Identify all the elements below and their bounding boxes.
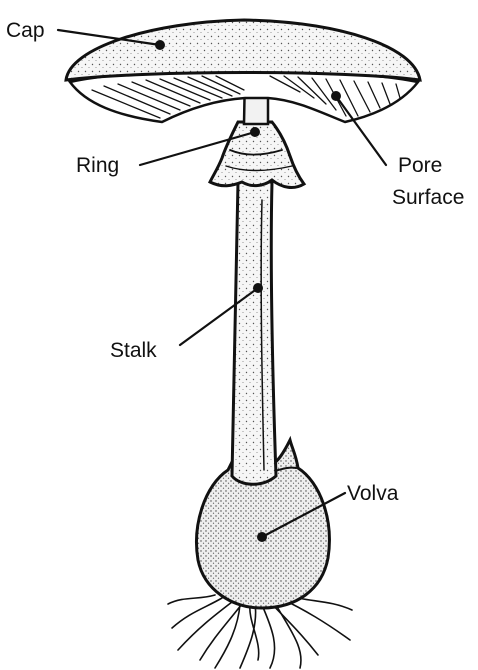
cap-shape [66,20,420,80]
label-volva-text: Volva [347,482,399,505]
leader-pore-surface-dot [331,91,341,101]
label-pore-surface-line2: Surface [392,186,464,209]
label-stalk-text: Stalk [110,339,157,362]
stalk-shape [232,182,276,484]
leader-stalk-dot [253,283,263,293]
leader-ring-dot [250,127,260,137]
label-pore-surface-line1: Pore [398,154,442,177]
label-ring-text: Ring [76,154,119,177]
leader-cap-dot [155,40,165,50]
label-cap-text: Cap [6,19,45,42]
leader-volva-dot [257,532,267,542]
